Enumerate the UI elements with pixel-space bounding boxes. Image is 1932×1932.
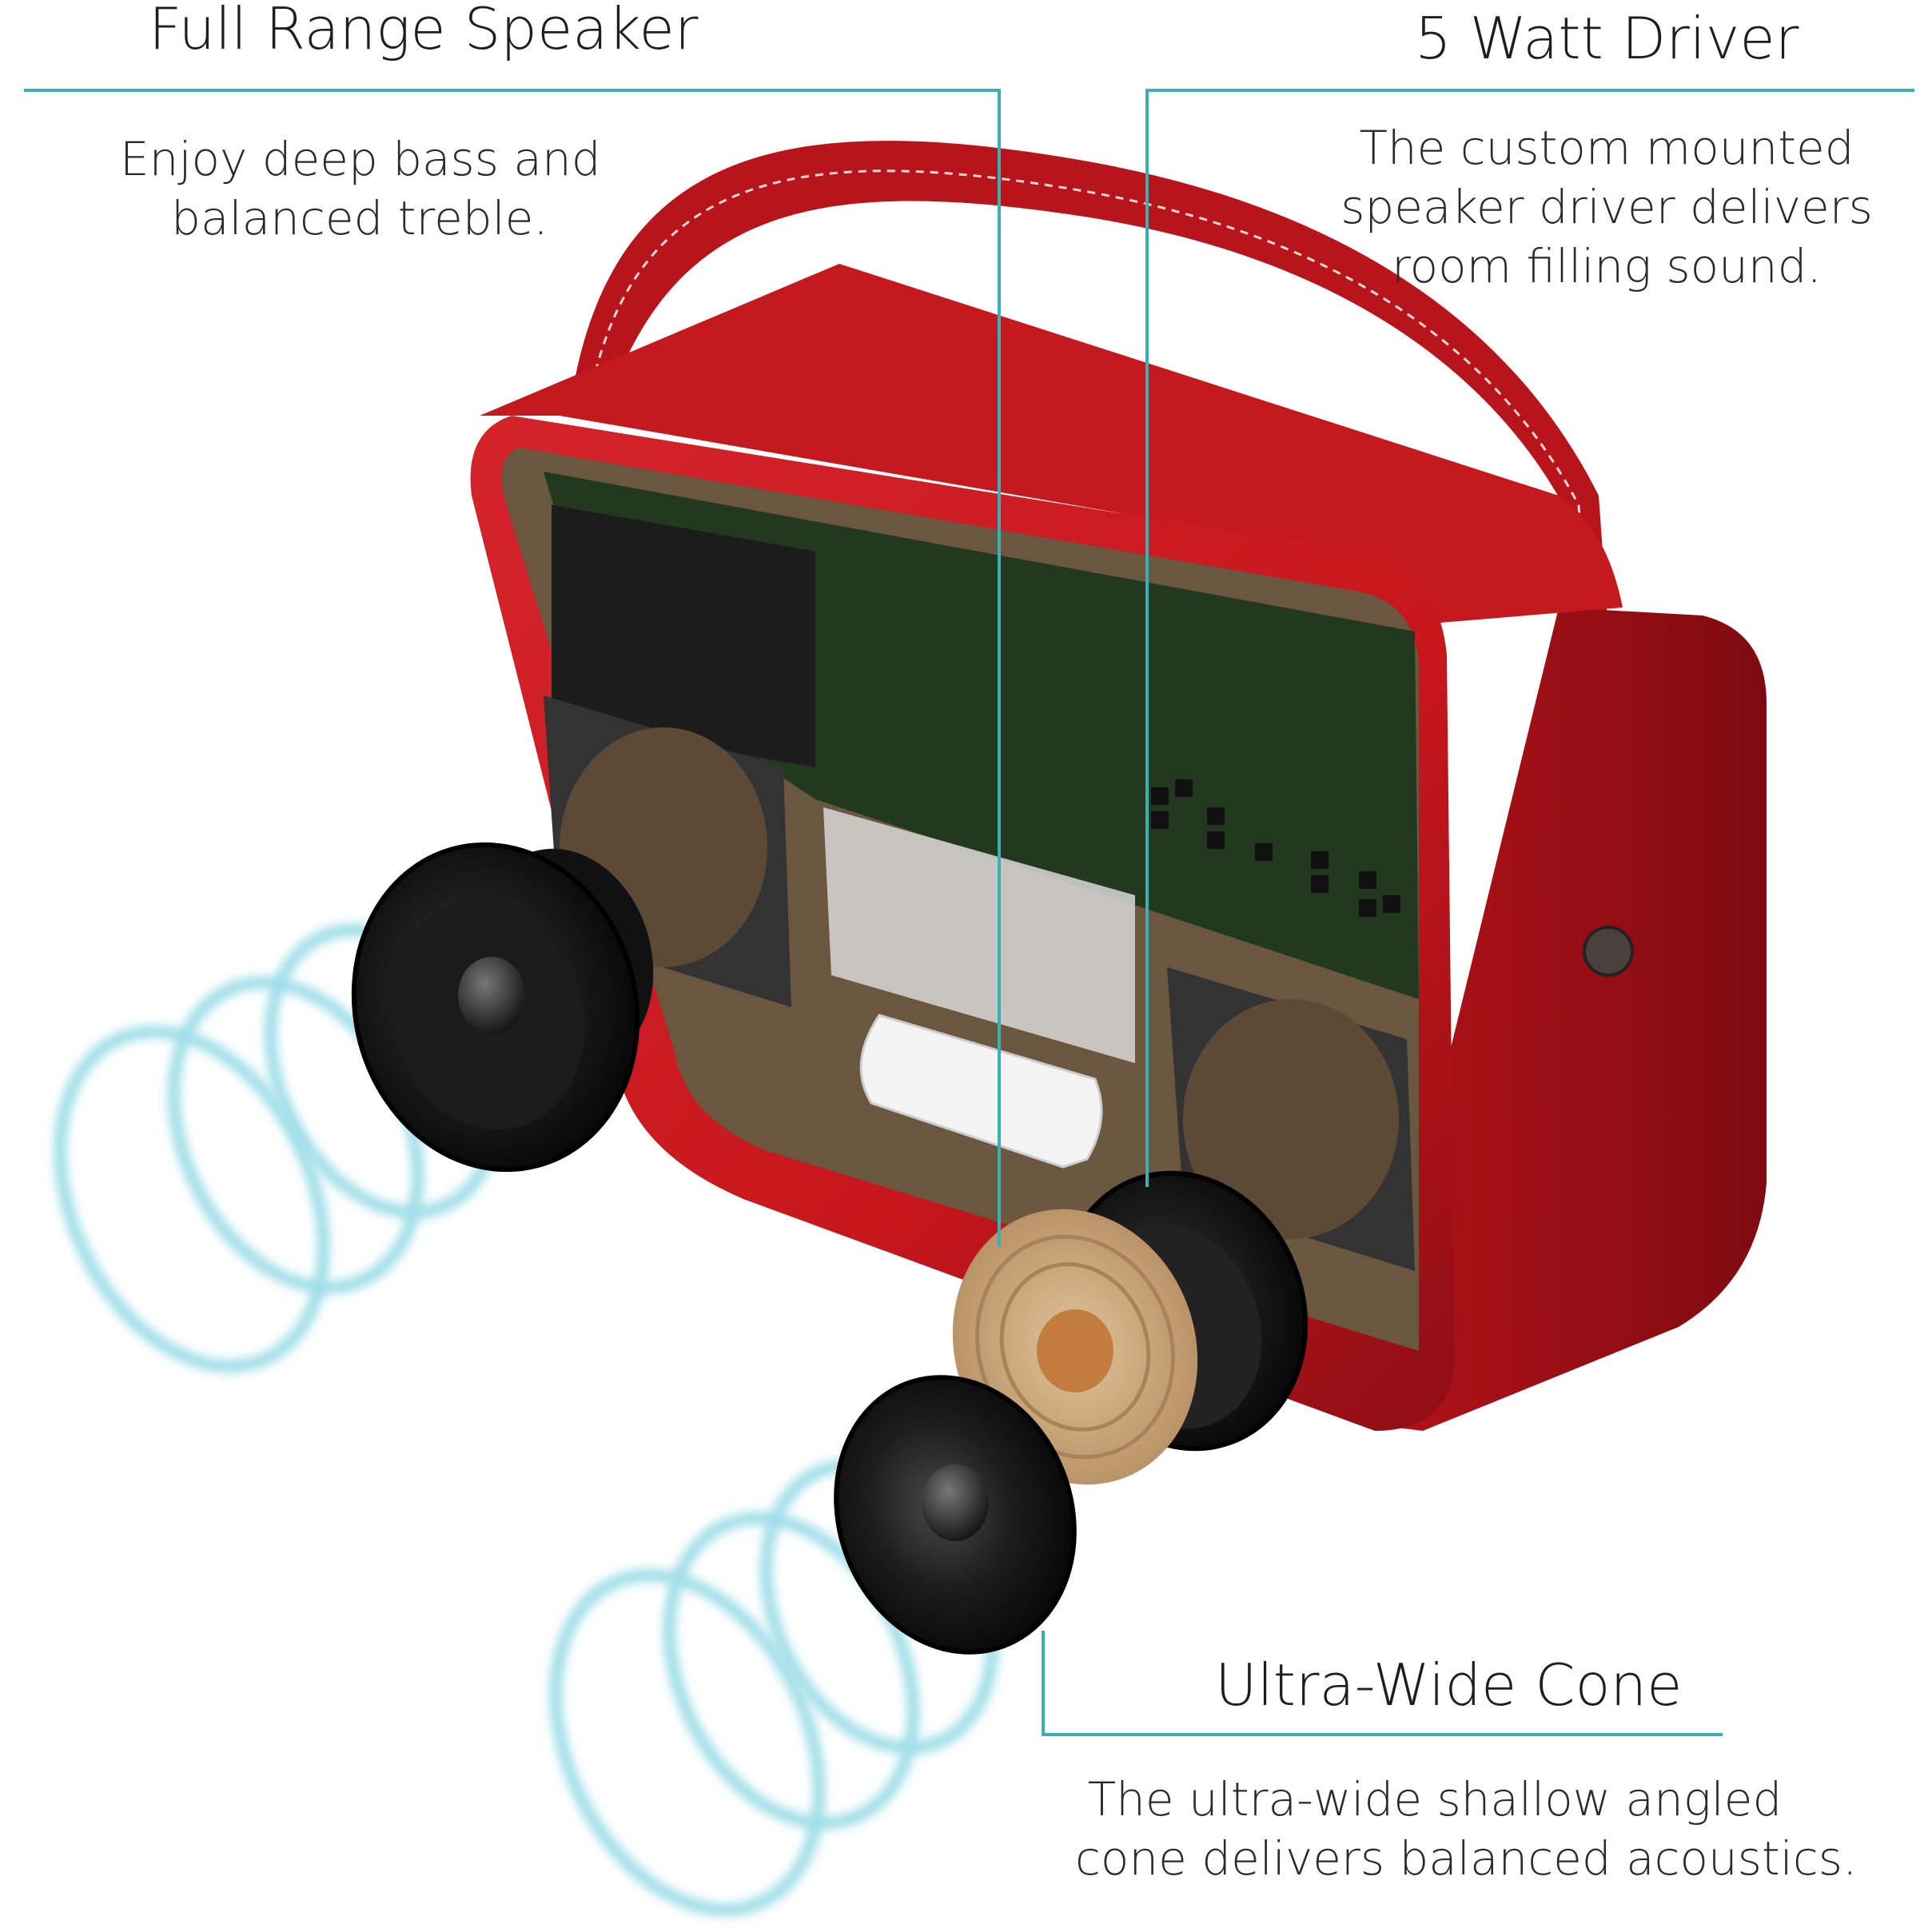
desc-line: balanced treble.	[171, 191, 548, 246]
control-buttons	[1151, 779, 1400, 917]
handle-rivet	[1583, 926, 1634, 977]
desc-line: Enjoy deep bass and	[120, 132, 601, 186]
leather-handle	[576, 141, 1631, 984]
case-top	[480, 264, 1623, 623]
desc-line: speaker driver delivers	[1340, 180, 1873, 235]
display-module	[552, 504, 815, 767]
full-range-speaker-title: Full Range Speaker	[149, 0, 699, 62]
front-speaker-cone	[834, 1375, 1077, 1655]
ultra-wide-cone-description: The ultra-wide shallow angled cone deliv…	[1075, 1770, 1858, 1888]
full-range-speaker-left	[351, 842, 654, 1173]
desc-line: The ultra-wide shallow angled	[1087, 1772, 1783, 1826]
leader-watt-driver	[1145, 89, 1914, 1187]
handle-stitching	[594, 169, 1610, 952]
five-watt-driver-description: The custom mounted speaker driver delive…	[1327, 118, 1886, 297]
battery-module	[859, 1014, 1103, 1169]
leader-full-range	[24, 89, 1001, 1247]
desc-line: room filling sound.	[1392, 239, 1822, 294]
leader-lines	[24, 89, 1914, 1736]
full-range-speaker-description: Enjoy deep bass and balanced treble.	[120, 129, 601, 248]
desc-line: The custom mounted	[1359, 121, 1854, 175]
internal-bracket	[823, 807, 1135, 1063]
desc-line: cone delivers balanced acoustics.	[1075, 1831, 1858, 1886]
case-side	[1359, 607, 1767, 1431]
ultra-wide-cone-title: Ultra-Wide Cone	[1215, 1651, 1683, 1719]
leader-cone	[1042, 1631, 1723, 1736]
five-watt-driver-title: 5 Watt Driver	[1415, 5, 1799, 72]
